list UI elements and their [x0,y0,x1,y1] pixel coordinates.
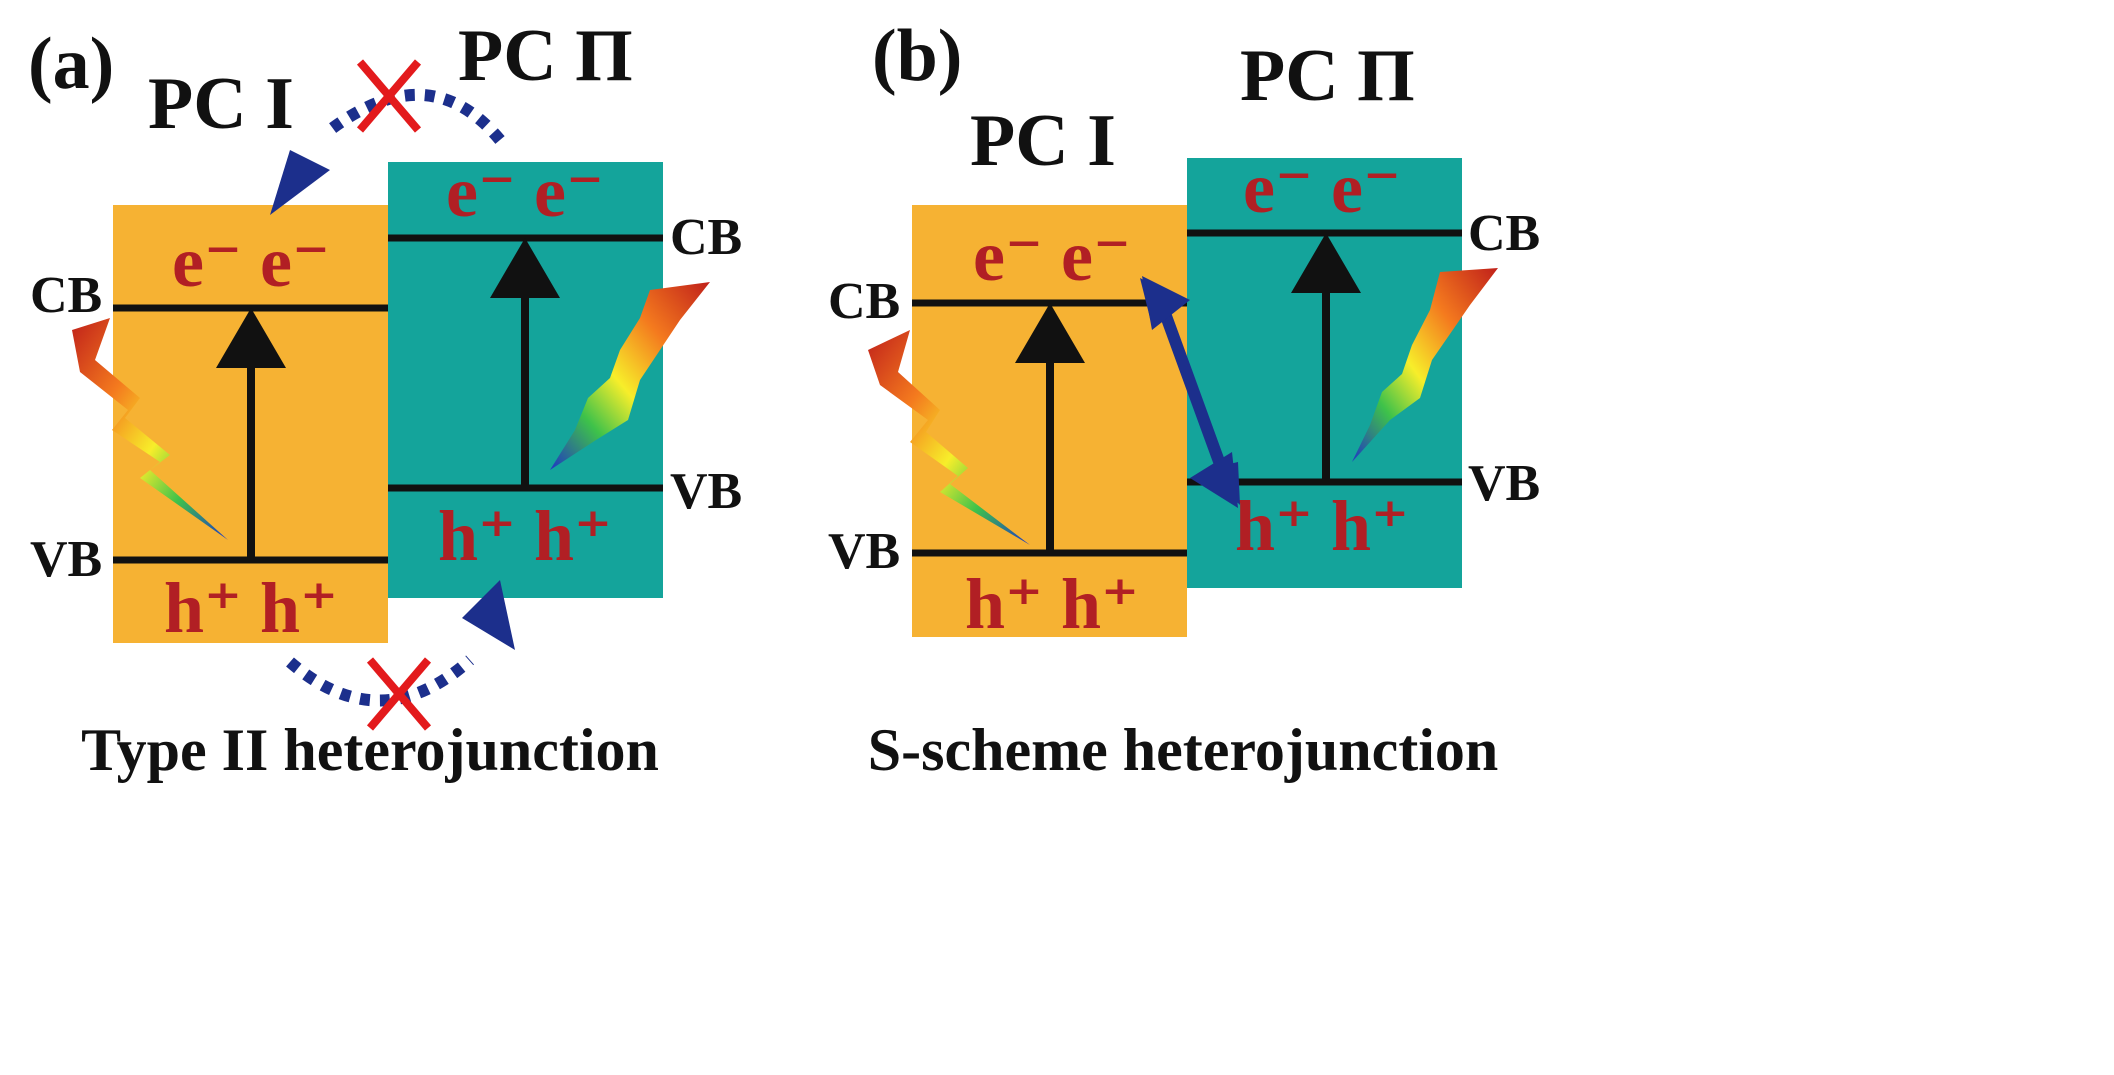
panel-a-pc1-cb-label: CB [30,267,102,324]
excitation-arrow-icon [1291,233,1361,293]
panel-a-pc1-vb-label: VB [30,531,102,588]
panel-a-pc1-title: PC I [148,63,294,145]
panel-b-pc2-title: PC Π [1240,35,1415,117]
panel-a-pc2-cb-label: CB [670,209,742,266]
excitation-arrow-icon [490,238,560,298]
panel-a-pc2-title: PC Π [458,15,633,97]
panel-a-pc2-vb-label: VB [670,463,742,520]
panel-b-caption: S-scheme heterojunction [868,717,1498,783]
light-bolt-icon [550,282,710,470]
panel-a-blocked-hole-path [286,655,474,707]
panel-a-blocked-electron-path [326,88,505,144]
recombination-arrow-icon [1140,276,1240,508]
panel-b-pc2-electrons: e⁻ e⁻ [1243,148,1401,228]
panel-a-blocked-electron-head [270,150,330,215]
panel-a-blocked-hole-head [462,580,515,650]
panel-b-pc2-holes: h⁺ h⁺ [1235,486,1409,566]
panel-b: (b) PC Π PC I e⁻ e⁻ h⁺ h⁺ CB VB e⁻ e⁻ h⁺… [828,15,1540,783]
panel-a-pc1-electrons: e⁻ e⁻ [172,222,330,302]
blocked-transfer-icon [356,59,422,133]
panel-b-pc2-cb-label: CB [1468,205,1540,262]
panel-a-pc1-holes: h⁺ h⁺ [164,568,338,648]
panel-b-pc1-cb-label: CB [828,273,900,330]
excitation-arrow-icon [216,308,286,368]
panel-a-pc2-electrons: e⁻ e⁻ [446,152,604,232]
panel-a: (a) PC I PC Π e⁻ e⁻ h⁺ h⁺ CB VB e⁻ e⁻ h⁺… [28,15,742,783]
panel-b-pc1-title: PC I [970,100,1116,182]
panel-a-label: (a) [28,23,114,105]
light-bolt-icon [868,330,1030,545]
panel-b-pc1-holes: h⁺ h⁺ [965,564,1139,644]
light-bolt-icon [1352,268,1498,462]
blocked-transfer-icon [366,657,432,731]
panel-a-pc2-holes: h⁺ h⁺ [438,496,612,576]
light-bolt-icon [72,318,228,540]
panel-b-pc1-vb-label: VB [828,523,900,580]
panel-b-pc2-vb-label: VB [1468,455,1540,512]
panel-b-label: (b) [872,15,962,97]
excitation-arrow-icon [1015,303,1085,363]
panel-a-caption: Type II heterojunction [81,717,659,783]
panel-b-pc1-electrons: e⁻ e⁻ [973,216,1131,296]
